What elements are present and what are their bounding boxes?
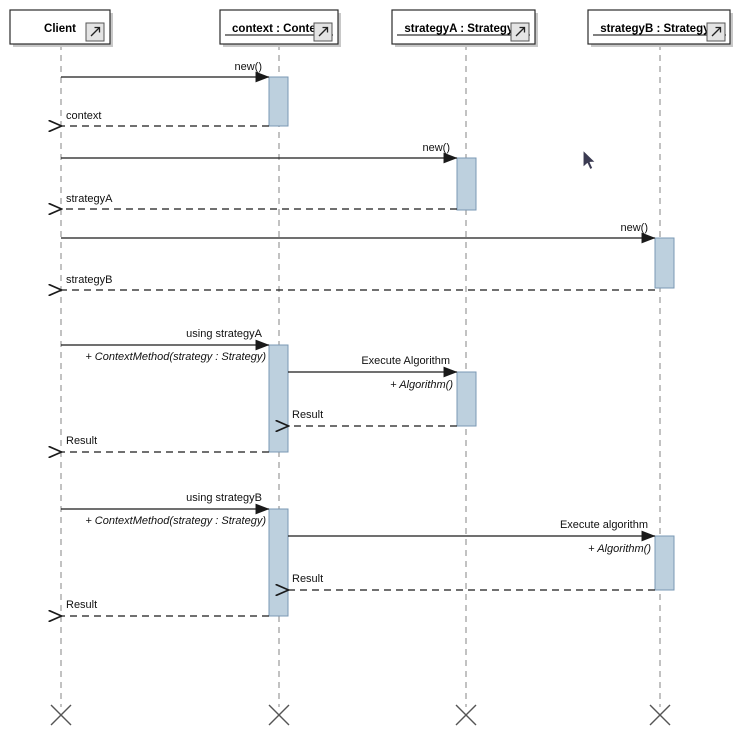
- lifeline-headers: Client context : Context strategyA : St: [9, 9, 733, 47]
- message-label: context: [66, 110, 101, 122]
- destruction-markers: [50, 704, 671, 726]
- message-signature: + Algorithm(): [588, 543, 651, 555]
- message-label: strategyB: [66, 274, 112, 286]
- open-in-new-icon[interactable]: [85, 22, 105, 42]
- activation-bar[interactable]: [456, 371, 477, 427]
- message-label: Result: [292, 409, 323, 421]
- lifeline-label-client: Client: [44, 23, 76, 35]
- lifeline-label-strategyb: strategyB : StrategyB: [600, 23, 718, 35]
- destruction-marker-context: [268, 704, 290, 726]
- message-using-strategya[interactable]: using strategyA + ContextMethod(strategy…: [61, 328, 270, 363]
- message-label: new(): [620, 222, 648, 234]
- message-new-strategya[interactable]: new(): [61, 142, 458, 164]
- message-new-context[interactable]: new(): [61, 61, 270, 83]
- lifeline-header-context[interactable]: context : Context: [219, 9, 341, 47]
- message-result-strategya[interactable]: Result: [288, 409, 457, 426]
- message-label: strategyA: [66, 193, 113, 205]
- message-return-strategyb[interactable]: strategyB: [61, 274, 655, 290]
- activation-bar[interactable]: [654, 237, 675, 289]
- message-label: using strategyB: [186, 492, 262, 504]
- lifeline-label-strategya: strategyA : StrategyA: [404, 23, 521, 35]
- open-in-new-icon[interactable]: [313, 22, 333, 42]
- open-in-new-icon[interactable]: [510, 22, 530, 42]
- message-new-strategyb[interactable]: new(): [61, 222, 656, 244]
- open-in-new-icon[interactable]: [706, 22, 726, 42]
- message-signature: + Algorithm(): [390, 379, 453, 391]
- messages: new() context new() strategyA new() stra…: [61, 61, 656, 616]
- message-result-strategyb[interactable]: Result: [288, 573, 655, 590]
- activation-bars: [268, 76, 675, 617]
- destruction-marker-client: [50, 704, 72, 726]
- message-label: Result: [66, 435, 97, 447]
- activation-bar[interactable]: [456, 157, 477, 211]
- message-execute-algorithm-a[interactable]: Execute Algorithm + Algorithm(): [288, 355, 458, 391]
- message-label: using strategyA: [186, 328, 262, 340]
- message-label: Result: [66, 599, 97, 611]
- lifeline-header-strategya[interactable]: strategyA : StrategyA: [391, 9, 538, 47]
- message-result-context-a[interactable]: Result: [61, 435, 269, 452]
- activation-bar[interactable]: [268, 508, 289, 617]
- destruction-marker-strategyb: [649, 704, 671, 726]
- message-label: new(): [422, 142, 450, 154]
- message-execute-algorithm-b[interactable]: Execute algorithm + Algorithm(): [288, 519, 656, 555]
- activation-bar[interactable]: [268, 344, 289, 453]
- message-using-strategyb[interactable]: using strategyB + ContextMethod(strategy…: [61, 492, 270, 527]
- lifeline-header-strategyb[interactable]: strategyB : StrategyB: [587, 9, 733, 47]
- message-label: Result: [292, 573, 323, 585]
- message-label: new(): [234, 61, 262, 73]
- message-return-context[interactable]: context: [61, 110, 269, 126]
- activation-bar[interactable]: [268, 76, 289, 127]
- message-return-strategya[interactable]: strategyA: [61, 193, 457, 209]
- lifeline-label-context: context : Context: [232, 23, 326, 35]
- message-result-context-b[interactable]: Result: [61, 599, 269, 616]
- destruction-marker-strategya: [455, 704, 477, 726]
- lifeline-header-client[interactable]: Client: [9, 9, 113, 47]
- message-signature: + ContextMethod(strategy : Strategy): [85, 515, 266, 527]
- message-signature: + ContextMethod(strategy : Strategy): [85, 351, 266, 363]
- activation-bar[interactable]: [654, 535, 675, 591]
- mouse-pointer-icon: [582, 149, 597, 171]
- message-label: Execute Algorithm: [361, 355, 450, 367]
- message-label: Execute algorithm: [560, 519, 648, 531]
